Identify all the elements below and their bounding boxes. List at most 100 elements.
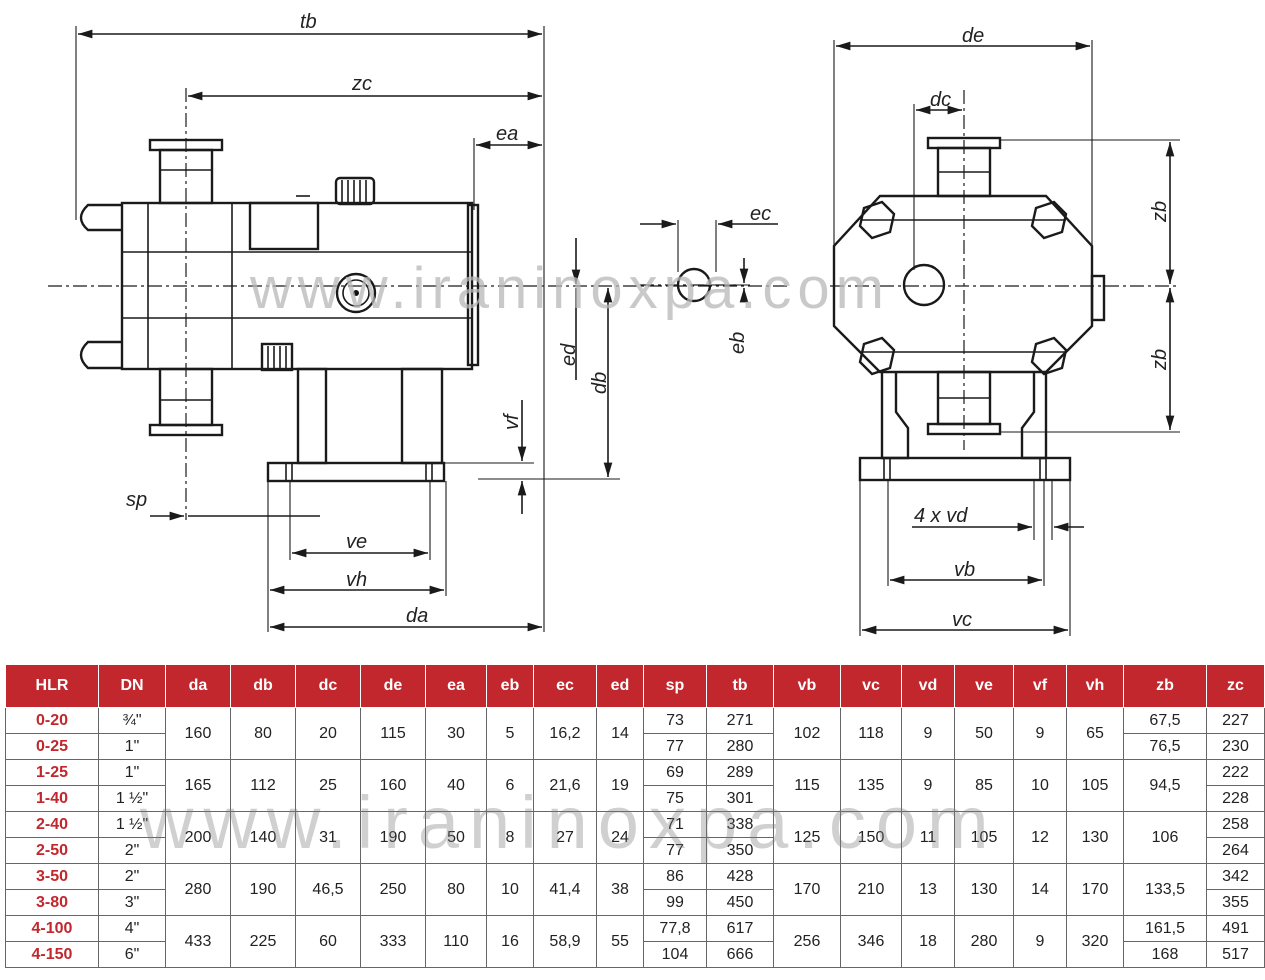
cell-tb: 350 [706, 837, 774, 864]
column-header-db: db [230, 664, 296, 708]
cell-ec: 58,9 [533, 915, 597, 968]
dim-label-vd: 4 x vd [914, 505, 968, 527]
cell-hlr: 1-40 [5, 785, 99, 812]
cell-de: 250 [360, 863, 426, 916]
cell-hlr: 2-40 [5, 811, 99, 838]
cell-zb: 76,5 [1123, 733, 1207, 760]
column-header-ed: ed [596, 664, 644, 708]
cell-ec: 27 [533, 811, 597, 864]
column-header-de: de [360, 664, 426, 708]
cell-vf: 12 [1013, 811, 1067, 864]
column-header-ve: ve [954, 664, 1014, 708]
cell-dc: 20 [295, 707, 361, 760]
cell-eb: 6 [486, 759, 534, 812]
cell-ec: 16,2 [533, 707, 597, 760]
cell-db: 140 [230, 811, 296, 864]
dim-label-zc: zc [351, 73, 372, 95]
cell-da: 160 [165, 707, 231, 760]
cell-dn: 6" [98, 941, 166, 968]
cell-sp: 86 [643, 863, 707, 890]
cell-zb: 94,5 [1123, 759, 1207, 812]
cell-vc: 210 [840, 863, 902, 916]
cell-vd: 13 [901, 863, 955, 916]
cell-sp: 69 [643, 759, 707, 786]
cell-tb: 666 [706, 941, 774, 968]
column-header-vc: vc [840, 664, 902, 708]
cell-zc: 355 [1206, 889, 1265, 916]
cell-vf: 10 [1013, 759, 1067, 812]
cell-vh: 320 [1066, 915, 1124, 968]
dim-label-dc: dc [930, 89, 951, 111]
cell-ed: 14 [596, 707, 644, 760]
cell-vc: 346 [840, 915, 902, 968]
cell-hlr: 3-80 [5, 889, 99, 916]
cell-ve: 50 [954, 707, 1014, 760]
cell-db: 80 [230, 707, 296, 760]
cell-ed: 19 [596, 759, 644, 812]
cell-da: 200 [165, 811, 231, 864]
cell-sp: 77 [643, 837, 707, 864]
cell-ed: 55 [596, 915, 644, 968]
cell-dn: 2" [98, 863, 166, 890]
cell-de: 160 [360, 759, 426, 812]
cell-dn: 1" [98, 733, 166, 760]
cell-hlr: 0-20 [5, 707, 99, 734]
cell-ea: 50 [425, 811, 487, 864]
cell-sp: 75 [643, 785, 707, 812]
dim-label-zb-top: zb [1149, 201, 1171, 223]
cell-dn: 1" [98, 759, 166, 786]
dim-label-tb: tb [300, 11, 317, 33]
cell-vf: 9 [1013, 707, 1067, 760]
cell-vh: 65 [1066, 707, 1124, 760]
cell-ec: 41,4 [533, 863, 597, 916]
cell-vc: 135 [840, 759, 902, 812]
cell-hlr: 1-25 [5, 759, 99, 786]
cell-hlr: 2-50 [5, 837, 99, 864]
cell-vf: 14 [1013, 863, 1067, 916]
dim-label-de: de [962, 25, 984, 47]
cell-hlr: 3-50 [5, 863, 99, 890]
technical-drawing: tb zc ea ed db vf sp ve vh [48, 11, 1180, 636]
cell-zb: 168 [1123, 941, 1207, 968]
cell-de: 333 [360, 915, 426, 968]
cell-ea: 40 [425, 759, 487, 812]
cell-vf: 9 [1013, 915, 1067, 968]
cell-tb: 617 [706, 915, 774, 942]
cell-da: 165 [165, 759, 231, 812]
column-header-eb: eb [486, 664, 534, 708]
column-header-da: da [165, 664, 231, 708]
cell-zc: 258 [1206, 811, 1265, 838]
column-header-ea: ea [425, 664, 487, 708]
cell-zb: 106 [1123, 811, 1207, 864]
cell-sp: 71 [643, 811, 707, 838]
cell-de: 190 [360, 811, 426, 864]
cell-tb: 301 [706, 785, 774, 812]
cell-zc: 517 [1206, 941, 1265, 968]
cell-vd: 9 [901, 707, 955, 760]
cell-ve: 130 [954, 863, 1014, 916]
cell-zb: 161,5 [1123, 915, 1207, 942]
cell-vh: 170 [1066, 863, 1124, 916]
cell-dn: 4" [98, 915, 166, 942]
dim-label-vh: vh [346, 569, 367, 591]
cell-vb: 115 [773, 759, 841, 812]
dim-label-db: db [589, 372, 611, 394]
cell-zc: 222 [1206, 759, 1265, 786]
cell-vc: 118 [840, 707, 902, 760]
cell-da: 280 [165, 863, 231, 916]
cell-hlr: 4-100 [5, 915, 99, 942]
dim-label-ec: ec [750, 203, 771, 225]
dim-label-ea: ea [496, 123, 518, 145]
column-header-dn: DN [98, 664, 166, 708]
cell-dn: 3" [98, 889, 166, 916]
cell-zb: 67,5 [1123, 707, 1207, 734]
cell-sp: 104 [643, 941, 707, 968]
